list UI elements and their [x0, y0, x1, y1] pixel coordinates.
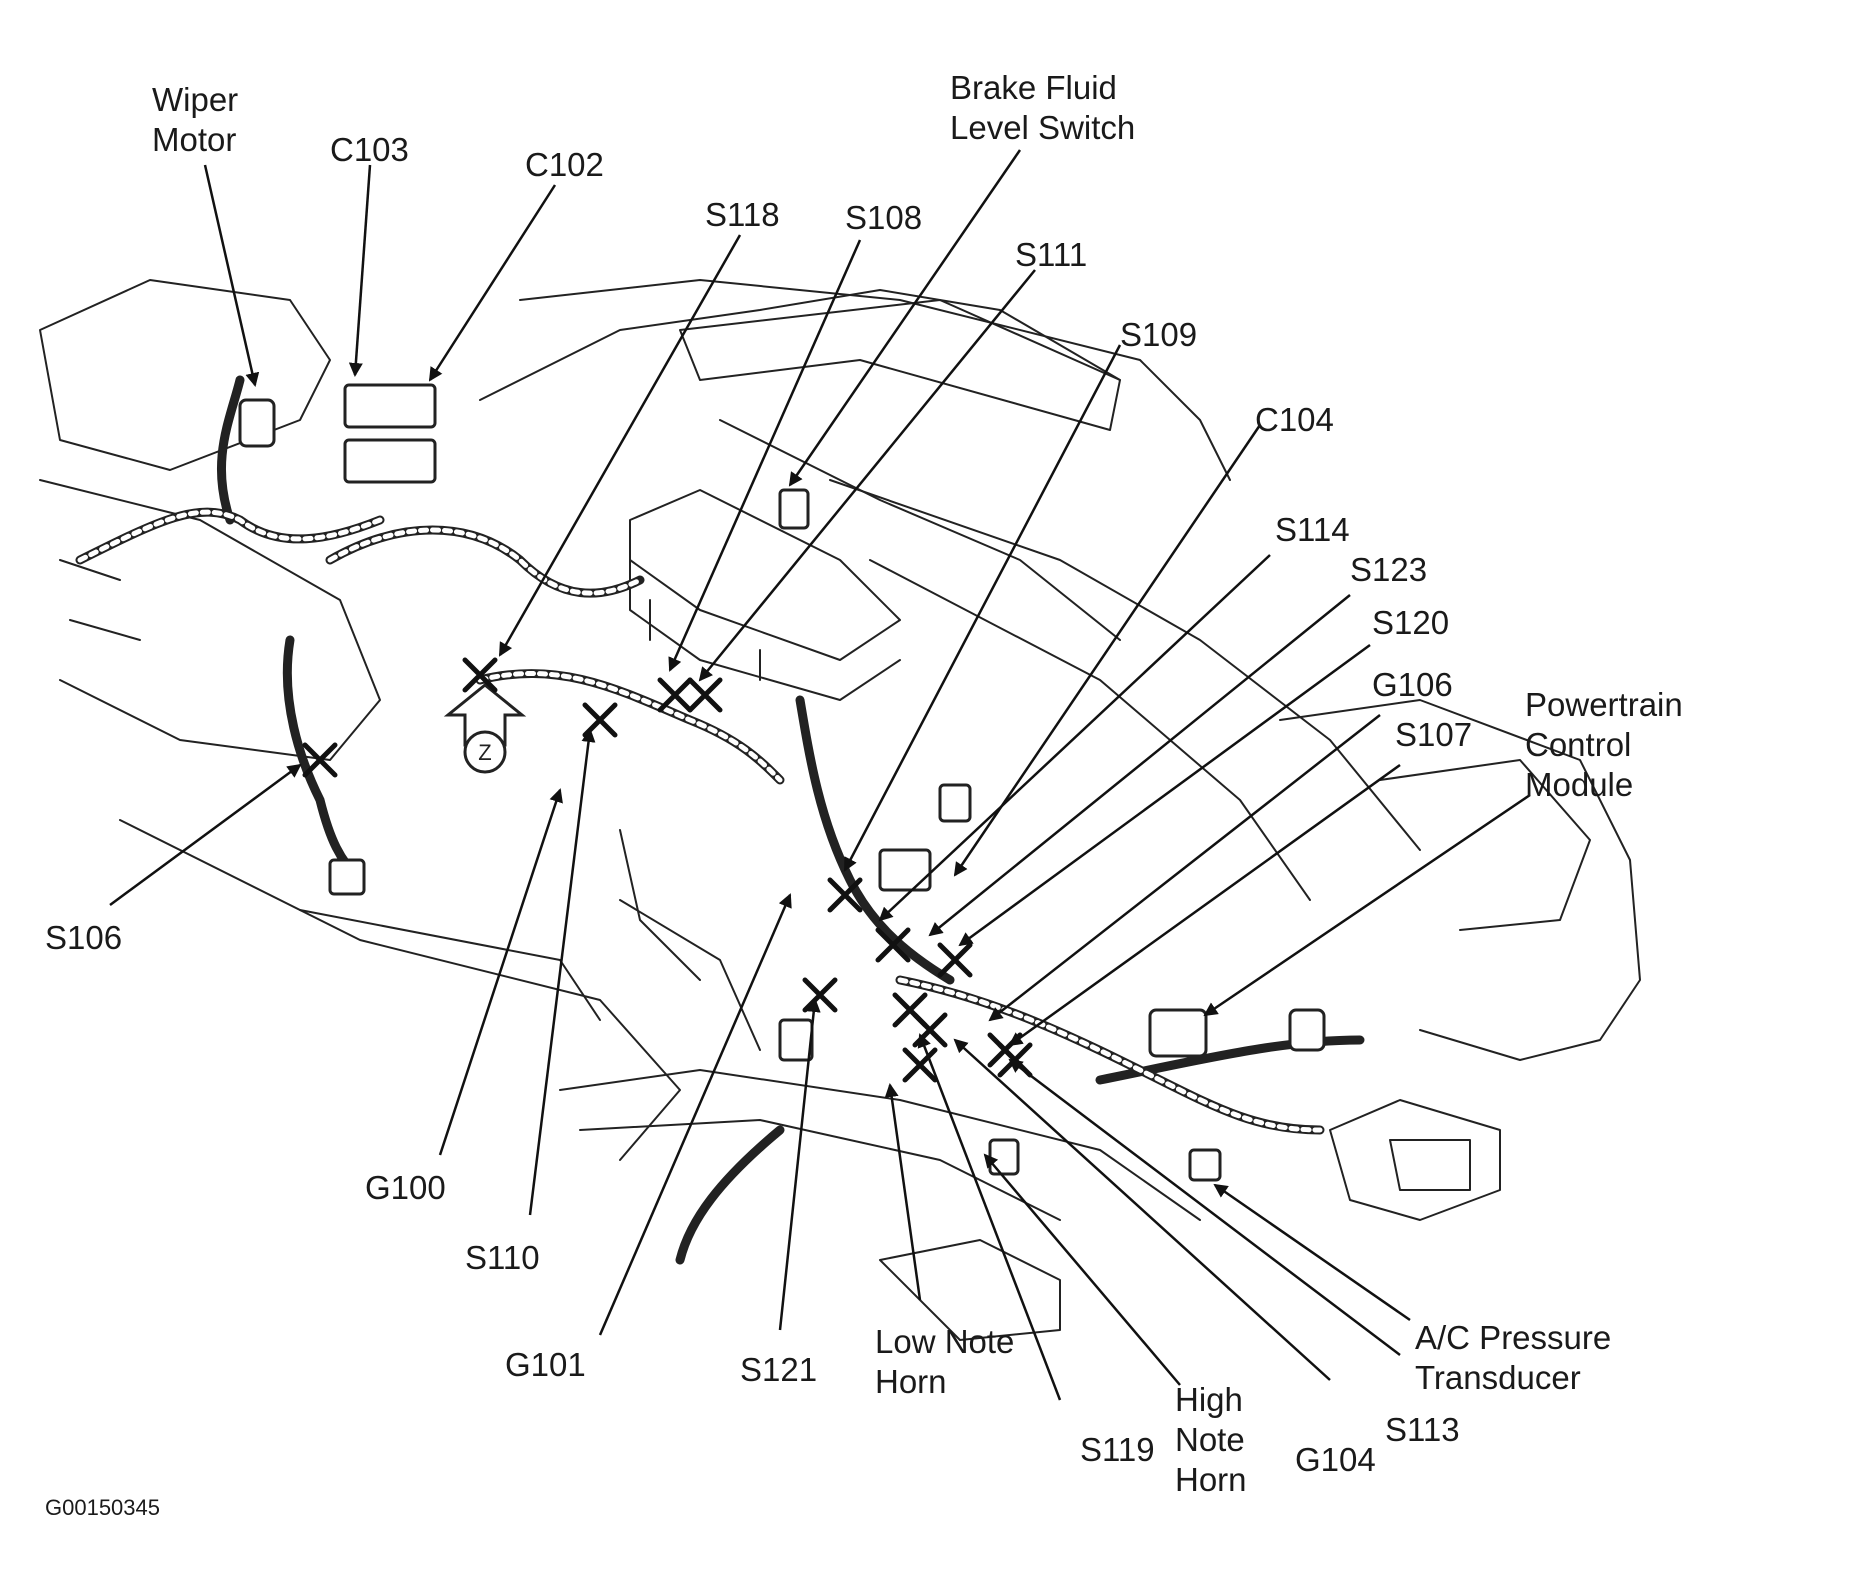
label-wiper-motor: Wiper Motor	[152, 81, 239, 158]
label-brake-fluid-level-switch: Brake Fluid Level Switch	[950, 69, 1136, 146]
label-s111: S111	[1015, 236, 1088, 273]
label-s118: S118	[705, 196, 780, 233]
label-high-note-horn: High Note Horn	[1175, 1381, 1247, 1498]
label-s120: S120	[1372, 604, 1450, 641]
label-s119: S119	[1080, 1431, 1155, 1468]
label-s113: S113	[1385, 1411, 1460, 1448]
label-g100: G100	[365, 1169, 446, 1206]
label-s114: S114	[1275, 511, 1350, 548]
label-g104: G104	[1295, 1441, 1376, 1478]
label-s109: S109	[1120, 316, 1198, 353]
label-ac-pressure-transducer: A/C Pressure Transducer	[1415, 1319, 1612, 1396]
label-low-note-horn: Low Note Horn	[875, 1323, 1015, 1400]
label-g101: G101	[505, 1346, 586, 1383]
label-c102: C102	[525, 146, 604, 183]
z-badge: Z	[443, 683, 527, 774]
label-powertrain-control-module: Powertrain Control Module	[1525, 686, 1683, 803]
label-c104: C104	[1255, 401, 1334, 438]
label-s123: S123	[1350, 551, 1428, 588]
figure-code: G00150345	[45, 1495, 160, 1520]
label-g106: G106	[1372, 666, 1453, 703]
label-s107: S107	[1395, 716, 1473, 753]
label-s110: S110	[465, 1239, 540, 1276]
label-s108: S108	[845, 199, 923, 236]
label-c103: C103	[330, 131, 409, 168]
label-s106: S106	[45, 919, 123, 956]
svg-text:Z: Z	[478, 740, 491, 765]
label-s121: S121	[740, 1351, 818, 1388]
